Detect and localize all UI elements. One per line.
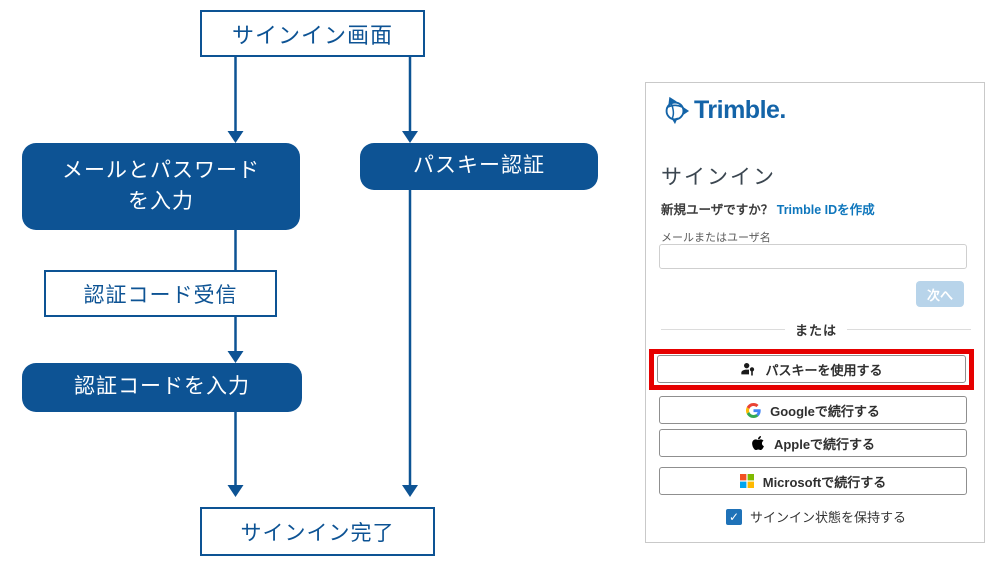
flow-node-signin-screen: サインイン画面 (200, 10, 425, 57)
flow-node-code-receive: 認証コード受信 (44, 270, 277, 317)
email-input[interactable] (659, 244, 967, 269)
flow-node-label: サインイン画面 (231, 22, 393, 48)
flow-node-label: 認証コード受信 (83, 283, 238, 307)
flow-node-label: 認証コードを入力 (74, 375, 250, 399)
flow-node-passkey-auth: パスキー認証 (360, 143, 598, 190)
continue-with-microsoft-button[interactable]: Microsoftで続行する (659, 467, 967, 495)
next-button[interactable]: 次へ (916, 281, 964, 307)
signin-panel: Trimble. サインイン 新規ユーザですか？ Trimble IDを作成 メ… (645, 82, 985, 543)
new-user-prompt: 新規ユーザですか？ Trimble IDを作成 (661, 203, 875, 217)
flow-node-label: サインイン完了 (240, 521, 395, 545)
flow-node-label: パスキー認証 (413, 154, 545, 178)
page-title: サインイン (661, 166, 776, 189)
divider-line (847, 329, 972, 330)
use-passkey-button[interactable]: パスキーを使用する (657, 355, 966, 383)
keep-signed-in-label: サインイン状態を保持する (749, 510, 906, 525)
flow-node-code-input: 認証コードを入力 (22, 363, 302, 412)
button-label: Appleで続行する (773, 436, 876, 452)
or-divider: または (661, 320, 972, 339)
button-label: パスキーを使用する (765, 362, 883, 378)
flow-node-signin-complete: サインイン完了 (200, 507, 435, 556)
continue-with-apple-button[interactable]: Appleで続行する (659, 429, 967, 457)
keep-signed-in-checkbox[interactable]: ✓ (725, 508, 742, 525)
keep-signed-in-row[interactable]: ✓ サインイン状態を保持する (646, 507, 986, 526)
checkbox-check-icon: ✓ (728, 509, 740, 524)
or-divider-label: または (795, 323, 838, 338)
trimble-logo-text: Trimble. (694, 95, 786, 124)
create-trimble-id-link[interactable]: Trimble IDを作成 (776, 203, 875, 217)
divider-line (661, 329, 785, 330)
continue-with-google-button[interactable]: Googleで続行する (659, 396, 967, 424)
flowchart-connectors (227, 57, 418, 497)
trimble-logo-icon (665, 96, 690, 125)
microsoft-icon (739, 474, 754, 488)
button-label: Googleで続行する (770, 403, 880, 419)
flow-node-label: メールとパスワード を入力 (62, 159, 260, 213)
trimble-logo: Trimble. (660, 95, 786, 125)
google-icon (746, 402, 761, 418)
flow-node-email-password: メールとパスワード を入力 (22, 143, 300, 230)
passkey-icon (741, 363, 755, 376)
button-label: Microsoftで続行する (762, 474, 887, 490)
email-field-label: メールまたはユーザ名 (661, 232, 771, 244)
apple-icon (752, 436, 764, 450)
